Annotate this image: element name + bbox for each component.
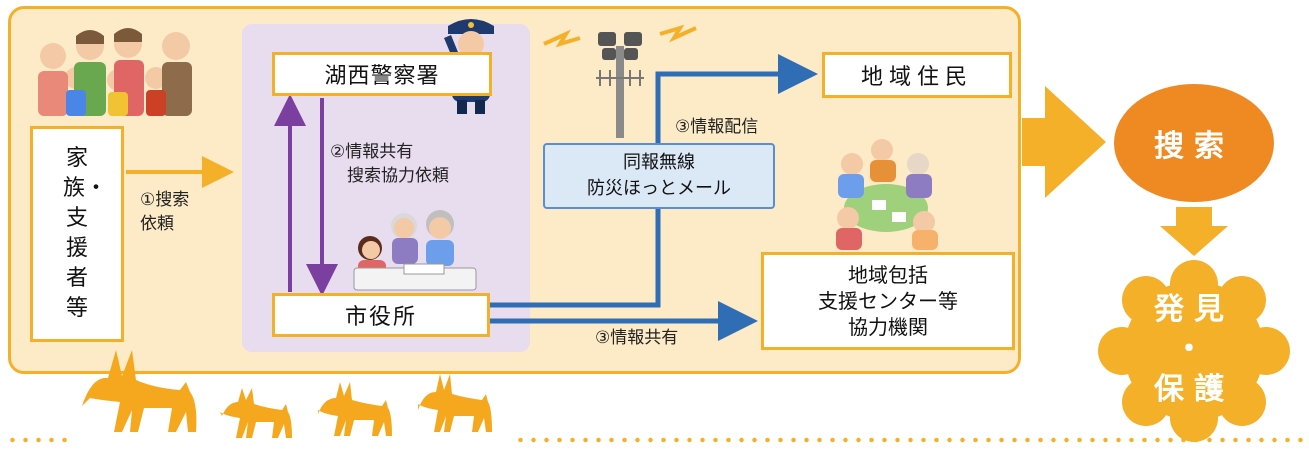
broadcast-label: ③情報配信 xyxy=(675,117,759,137)
dotted-divider-right xyxy=(514,437,1304,443)
family-node: 家族・支援者等 xyxy=(30,126,124,342)
found-outcome-cloud xyxy=(1098,260,1290,442)
city-hall-counter-illustration xyxy=(353,210,477,291)
siren-tower-illustration xyxy=(543,24,697,138)
to-found-arrow xyxy=(1160,207,1228,256)
support-center-node: 地域包括 支援センター等 協力機関 xyxy=(761,252,1015,350)
to-search-arrow xyxy=(1022,86,1106,198)
info-share-request-label: ②情報共有 搜索協力依頼 xyxy=(330,142,449,186)
city-hall-node: 市役所 xyxy=(272,293,490,337)
family-illustration xyxy=(38,28,192,116)
meeting-group-illustration xyxy=(836,139,938,250)
radio-node: 同報無線 防災ほっとメール xyxy=(543,143,775,209)
search-request-label: ①搜索 依頼 xyxy=(140,190,190,234)
police-node: 湖西警察署 xyxy=(272,52,492,96)
info-share-label: ③情報共有 xyxy=(595,328,679,348)
dotted-divider-left xyxy=(6,437,70,443)
found-outcome-text: 発見 ・ 保護 xyxy=(1154,292,1234,407)
search-outcome: 搜索 xyxy=(1114,84,1274,202)
residents-node: 地域住民 xyxy=(822,52,1012,98)
deer-mascots-illustration xyxy=(82,350,492,438)
